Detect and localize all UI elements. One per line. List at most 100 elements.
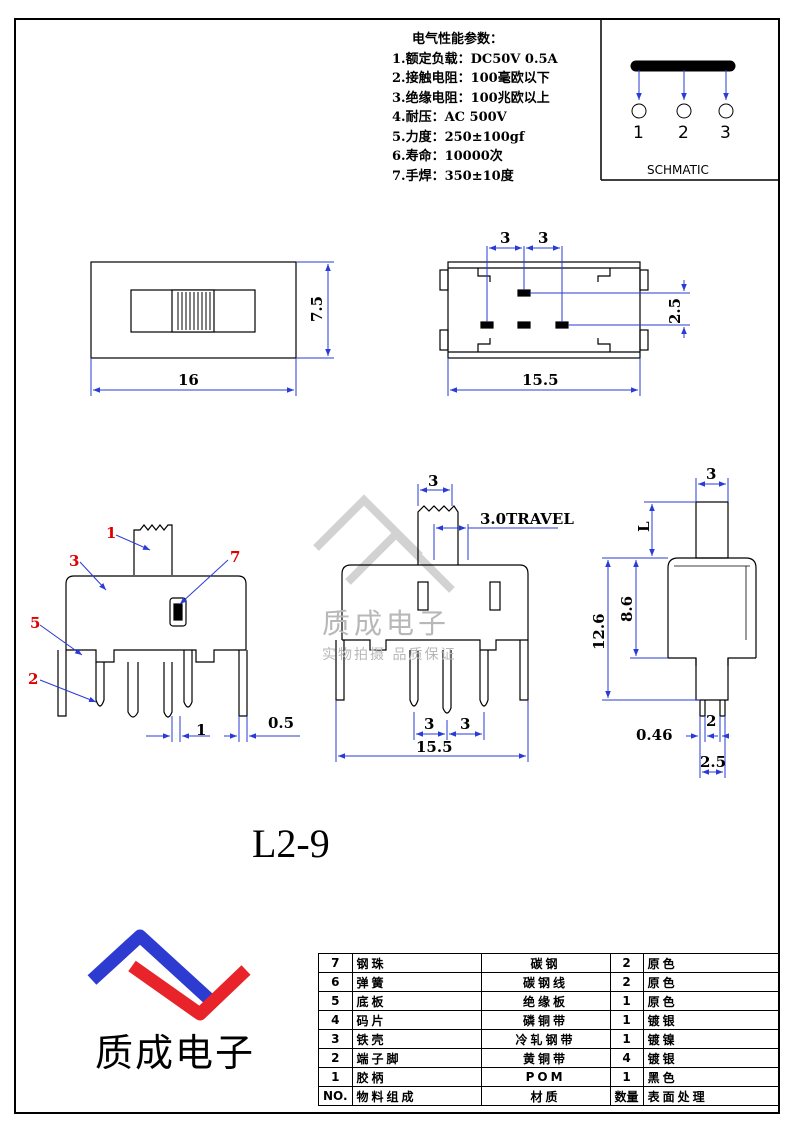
schematic-label: SCHMATIC [647, 163, 709, 177]
bom-part: 弹簧 [351, 972, 482, 992]
table-row: 6 弹簧 碳钢线 2 原色 [318, 972, 781, 992]
pin-label: 1 [633, 123, 644, 143]
bom-qty: 1 [609, 991, 644, 1011]
spec-item: 1.额定负载：DC50V 0.5A [392, 51, 558, 67]
dim-end-total: 12.6 [590, 613, 608, 650]
electrical-specs: 电气性能参数： 1.额定负载：DC50V 0.5A 2.接触电阻：100毫欧以下… [392, 30, 558, 186]
bom-finish: 镀镍 [642, 1029, 781, 1049]
dim-front-width: 15.5 [416, 738, 453, 756]
dim-side-thick: 0.5 [268, 714, 294, 732]
dim-top-height: 7.5 [308, 296, 326, 322]
pad [517, 289, 531, 297]
dim-front-pitch-b: 3 [460, 715, 470, 733]
bom-material: POM [480, 1067, 611, 1087]
spec-item: 6.寿命：10000次 [392, 149, 503, 164]
pad [555, 321, 569, 329]
bom-header-no: NO. [318, 1086, 353, 1106]
bom-finish: 镀银 [642, 1048, 781, 1068]
pcb-view [439, 245, 690, 396]
pin-circle [718, 103, 734, 119]
dim-travel: 3.0TRAVEL [480, 510, 574, 528]
spec-item: 2.接触电阻：100毫欧以下 [392, 71, 550, 86]
table-row: 4 码片 磷铜带 1 镀银 [318, 1010, 781, 1030]
dim-end-046: 0.46 [636, 726, 673, 744]
bom-material: 冷轧钢带 [480, 1029, 611, 1049]
bom-table: 7 钢珠 碳钢 2 原色 6 弹簧 碳钢线 2 原色 5 底板 绝缘板 1 原色… [318, 953, 781, 1106]
bom-finish: 镀银 [642, 1010, 781, 1030]
side-view [39, 524, 300, 742]
bom-part: 码片 [351, 1010, 482, 1030]
callout-2: 2 [28, 670, 38, 688]
dim-end-25: 2.5 [700, 753, 726, 771]
pin-circle [631, 103, 647, 119]
specs-title: 电气性能参数： [412, 32, 504, 47]
bom-header-material: 材质 [480, 1086, 611, 1106]
bom-no: 6 [318, 972, 353, 992]
pin-circle [676, 103, 692, 119]
drawing-frame [14, 18, 780, 1114]
bom-part: 铁壳 [351, 1029, 482, 1049]
bom-material: 碳钢 [480, 953, 611, 973]
bom-part: 端子脚 [351, 1048, 482, 1068]
bom-qty: 2 [609, 972, 644, 992]
spec-item: 5.力度：250±100gf [392, 129, 525, 145]
watermark-name: 质成电子 [322, 607, 451, 640]
bom-finish: 黑色 [642, 1067, 781, 1087]
dim-end-2: 2 [706, 712, 716, 730]
bom-header-finish: 表面处理 [642, 1086, 781, 1106]
spec-item: 7.手焊：350±10度 [392, 168, 514, 184]
pin-label: 2 [678, 123, 689, 143]
bom-header-qty: 数量 [609, 1086, 644, 1106]
bom-finish: 原色 [642, 953, 781, 973]
watermark-logo [313, 494, 455, 593]
dim-front-act: 3 [428, 472, 438, 490]
table-row: 7 钢珠 碳钢 2 原色 [318, 953, 781, 973]
logo-blue-stroke [87, 929, 215, 1005]
pad [480, 321, 494, 329]
dim-end-act: 3 [706, 465, 716, 483]
spec-item: 4.耐压：AC 500V [392, 110, 507, 125]
table-row: 2 端子脚 黄铜带 4 镀银 [318, 1048, 781, 1068]
bom-material: 绝缘板 [480, 991, 611, 1011]
table-header-row: NO. 物料组成 材质 数量 表面处理 [318, 1086, 781, 1106]
table-row: 3 铁壳 冷轧钢带 1 镀镍 [318, 1029, 781, 1049]
bom-no: 1 [318, 1067, 353, 1087]
bom-finish: 原色 [642, 972, 781, 992]
callout-3: 3 [69, 552, 79, 570]
table-row: 1 胶柄 POM 1 黑色 [318, 1067, 781, 1087]
pad [517, 321, 531, 329]
model-number: L2-9 [252, 821, 330, 866]
dim-pcb-row: 2.5 [666, 298, 684, 324]
table-row: 5 底板 绝缘板 1 原色 [318, 991, 781, 1011]
top-view [90, 261, 334, 396]
watermark-slogan: 实物拍摄 品质保证 [322, 647, 457, 663]
dim-pcb-pitch-a: 3 [500, 229, 510, 247]
bom-no: 3 [318, 1029, 353, 1049]
callout-5: 5 [30, 614, 40, 632]
dim-side-pin: 1 [196, 721, 206, 739]
dim-pcb-width: 15.5 [522, 371, 559, 389]
dim-pcb-pitch-b: 3 [538, 229, 548, 247]
company-name: 质成电子 [95, 1031, 256, 1075]
bom-no: 7 [318, 953, 353, 973]
spec-item: 3.绝缘电阻：100兆欧以上 [392, 90, 550, 106]
bom-qty: 1 [609, 1067, 644, 1087]
dim-front-pitch-a: 3 [424, 715, 434, 733]
bom-no: 4 [318, 1010, 353, 1030]
bom-material: 磷铜带 [480, 1010, 611, 1030]
bom-part: 钢珠 [351, 953, 482, 973]
schematic-box: 1 2 3 [600, 18, 780, 181]
bom-material: 碳钢线 [480, 972, 611, 992]
callout-1: 1 [106, 524, 116, 542]
bom-finish: 原色 [642, 991, 781, 1011]
bom-qty: 1 [609, 1010, 644, 1030]
end-view [602, 478, 757, 778]
bom-header-part: 物料组成 [351, 1086, 482, 1106]
callout-7: 7 [230, 548, 240, 566]
bom-no: 2 [318, 1048, 353, 1068]
bom-material: 黄铜带 [480, 1048, 611, 1068]
bom-qty: 2 [609, 953, 644, 973]
company-logo [87, 929, 251, 1021]
bom-qty: 4 [609, 1048, 644, 1068]
